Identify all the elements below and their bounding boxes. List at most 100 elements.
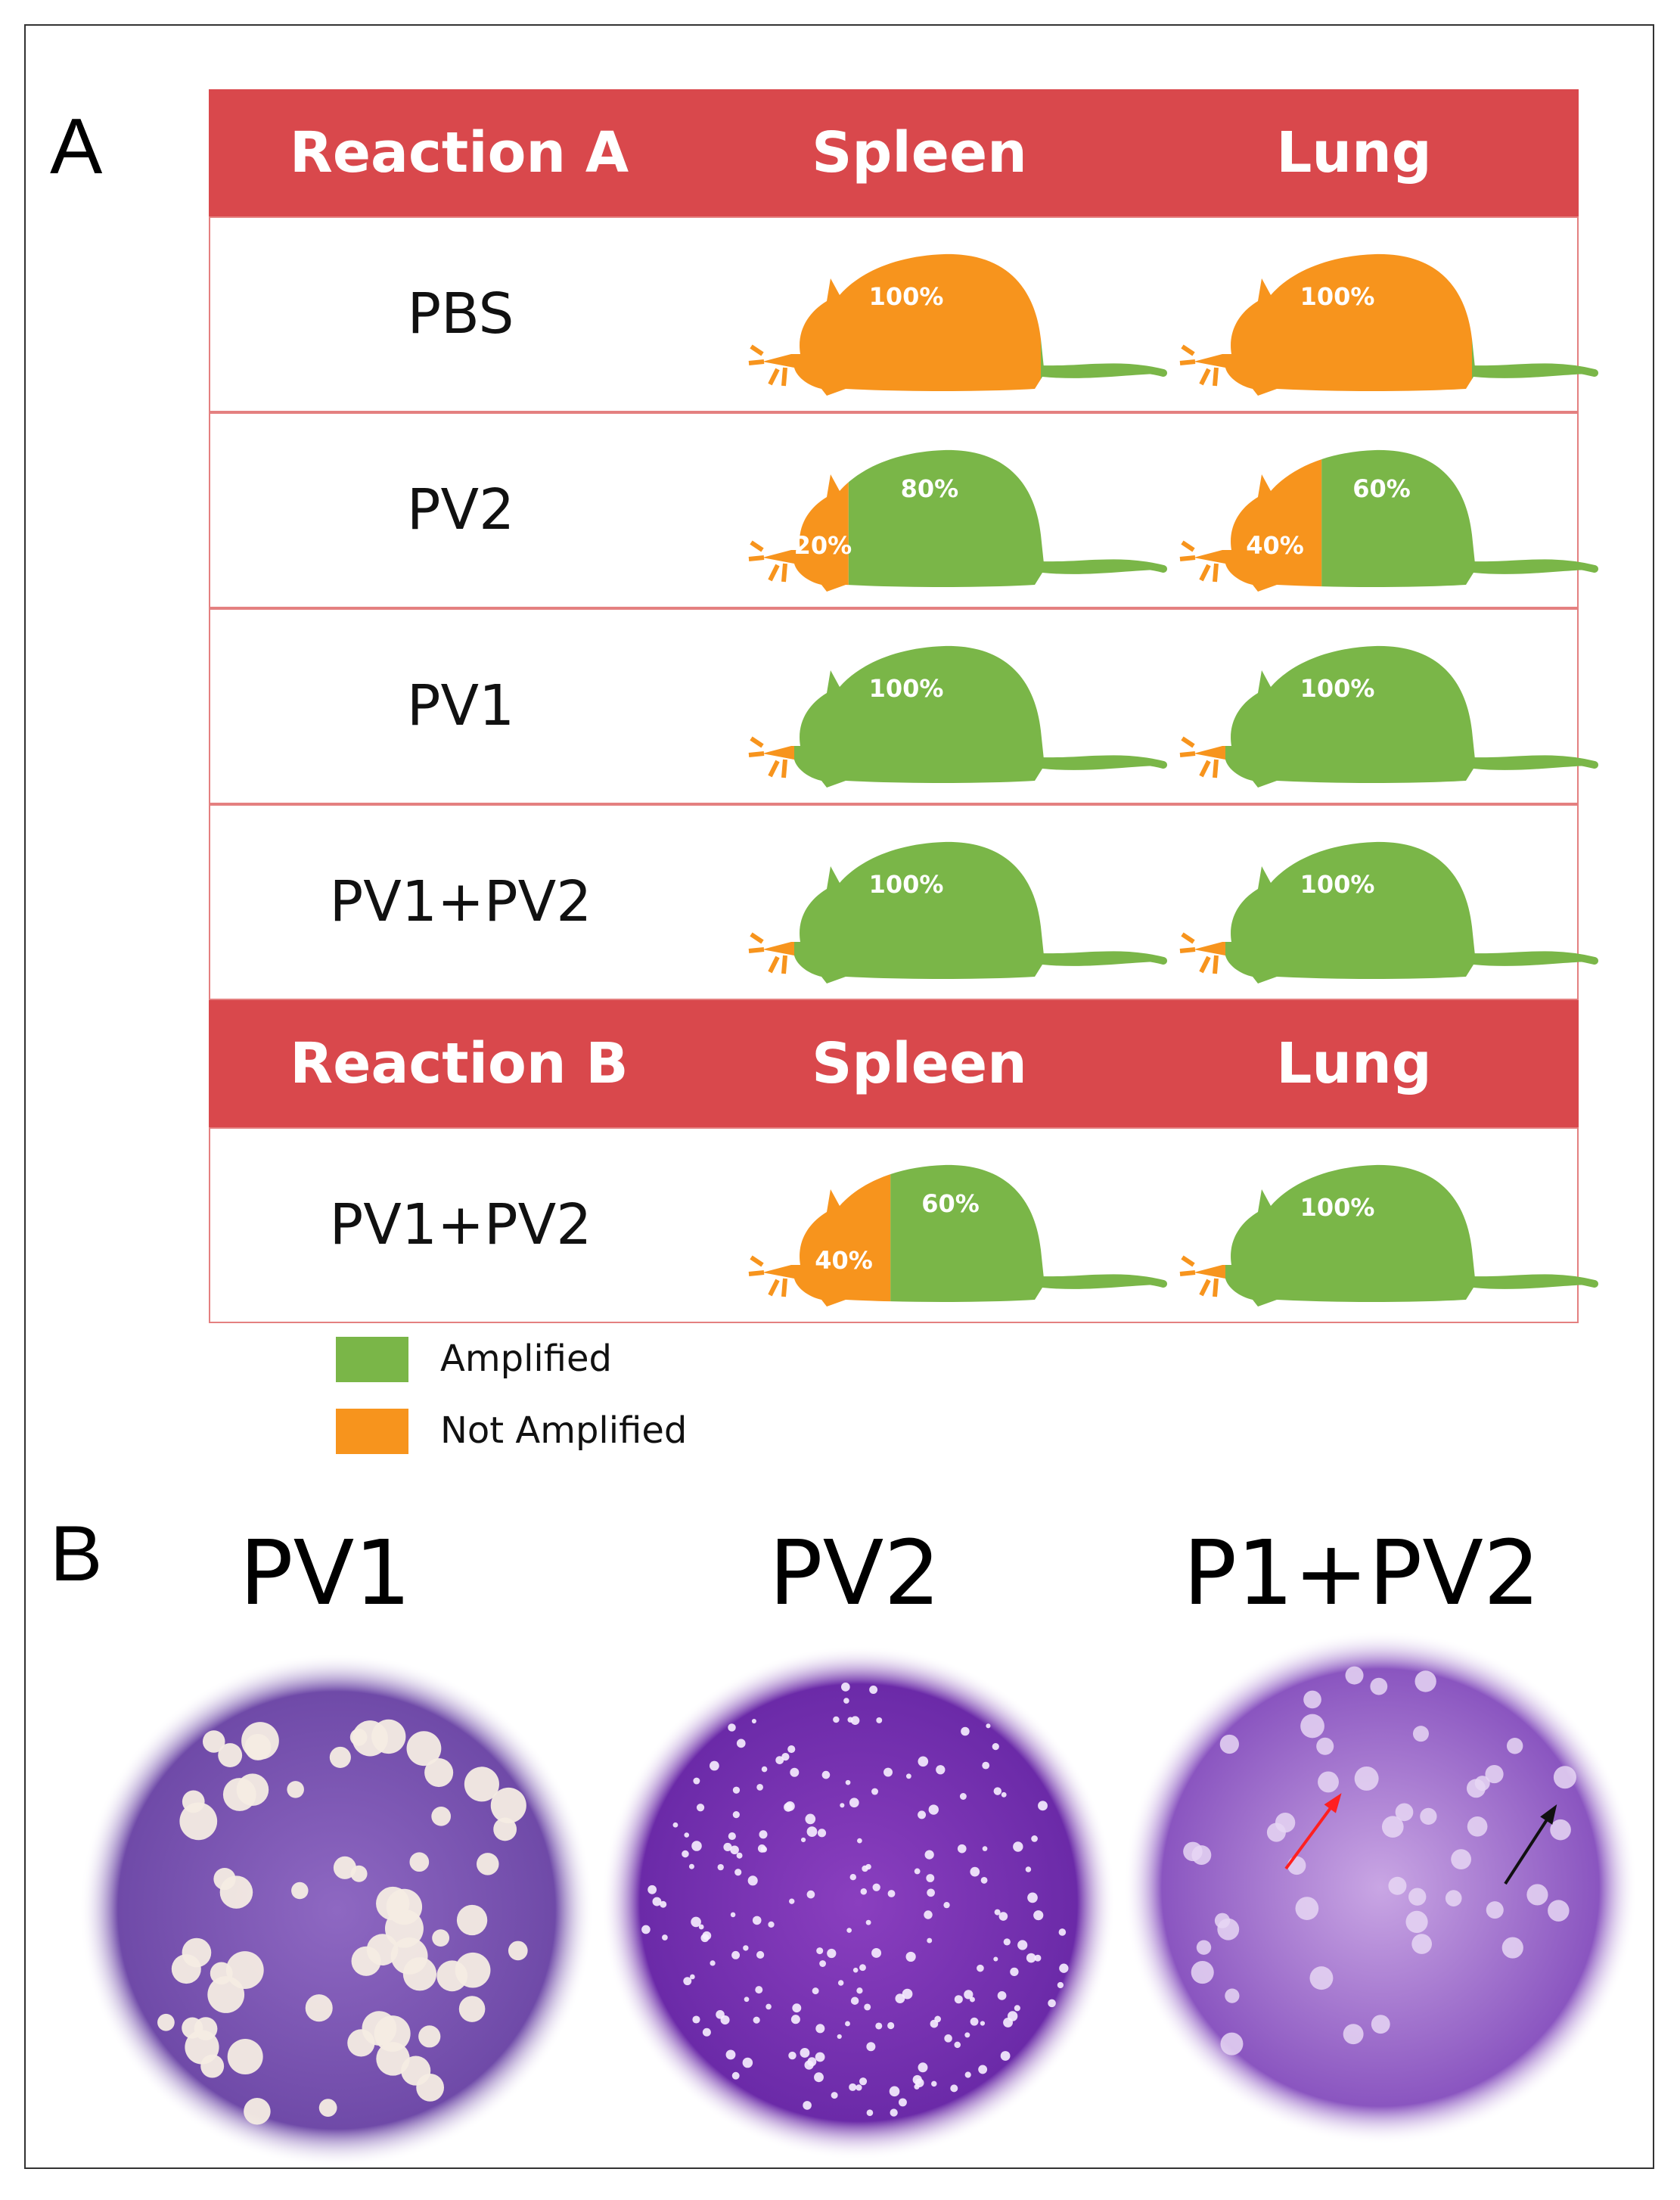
plaque-spot [477, 1853, 499, 1875]
mouse-amplified-region [1225, 1164, 1598, 1307]
plaque-spot [1059, 1963, 1069, 1973]
plaque-spot [1303, 1690, 1321, 1709]
plaque-spot [418, 2025, 441, 2048]
plaque-spot [734, 1869, 742, 1876]
mouse-amplified-region [794, 841, 1167, 983]
panel-a-letter: A [50, 103, 103, 191]
plaque-spot [961, 1726, 970, 1736]
plaque-spot [1003, 1938, 1011, 1946]
plaque-spot [1048, 1999, 1056, 2008]
black-arrow [1504, 1807, 1556, 1885]
plaque-spot [287, 1781, 304, 1798]
plaque-spot [730, 1845, 739, 1855]
row-label: PBS [407, 281, 514, 346]
plaque-spot [890, 2108, 898, 2117]
plaque-spot [1485, 1764, 1504, 1784]
plaque-spot [931, 2080, 937, 2087]
plaque-spot [954, 2041, 961, 2049]
plaque-spot [1467, 1816, 1488, 1837]
plaque-spot [759, 1830, 768, 1839]
plaque-spot [1057, 1981, 1064, 1989]
plaque-spot [846, 1928, 852, 1933]
table-row: PV1 100% [209, 608, 1598, 804]
plaque-spot [1405, 1910, 1428, 1934]
plaque-spot [993, 1956, 998, 1962]
plaque-spot [806, 1826, 818, 1837]
plaque-spot [1219, 1734, 1239, 1754]
plaque-spot [918, 2062, 928, 2073]
plaque-spot [1318, 1771, 1339, 1793]
plaque-spot [1300, 1714, 1324, 1739]
mouse-amplified-region [1472, 339, 1598, 380]
mouse-not-amplified-region [1179, 253, 1472, 396]
plaque-spot [702, 1931, 712, 1941]
plaque-spot [817, 1829, 827, 1838]
plaque-spot [986, 1723, 991, 1729]
plaque-spot [752, 1916, 762, 1925]
plaque-spot [1354, 1766, 1379, 1791]
mouse-not-amplified-region [748, 736, 794, 778]
plaque-spot [710, 1960, 716, 1966]
plaque-spot [1034, 1954, 1042, 1962]
plaque-spot [1220, 2032, 1244, 2056]
mouse-icon-spleen: 40%60% [748, 1151, 1167, 1310]
plaque-spot [944, 2034, 952, 2043]
plaque-spot [957, 1844, 967, 1854]
plaque-spot [731, 1950, 741, 1959]
plaque-spot [1217, 1918, 1240, 1941]
plaque-spot [928, 1804, 939, 1815]
percent-not-amplified-label: 20% [794, 531, 852, 560]
plaque-spot [849, 1873, 856, 1881]
plaque-spot [959, 1793, 967, 1800]
lung-column-header: Lung [1276, 1031, 1432, 1096]
reaction-a-title: Reaction A [289, 120, 629, 185]
plaque-spot [964, 1990, 974, 2000]
mouse-icon-spleen: 100% [748, 241, 1167, 399]
plaque-spot [860, 1888, 868, 1895]
plaque-spot [843, 1698, 849, 1704]
plaque-spot [994, 1909, 1001, 1916]
plaque-spot [970, 2017, 979, 2026]
plaque-spot [970, 1866, 980, 1877]
plaque-spot [815, 2052, 825, 2062]
plaque-spot [866, 2042, 876, 2052]
plaque-spot [982, 1761, 990, 1770]
plaque-spot [856, 2084, 862, 2091]
plaque-spot [1343, 2024, 1364, 2045]
plaque-spot [760, 1846, 768, 1853]
plaque-spot [227, 2039, 263, 2075]
plaque-spot [1191, 1960, 1214, 1984]
plaque-spot [993, 1787, 1002, 1795]
plaque-spot [969, 1996, 975, 2003]
plaque-spot [424, 1758, 454, 1788]
plaque-spot [954, 1995, 963, 2004]
plaque-spot [997, 1990, 1007, 2000]
mouse-icon-spleen: 100% [748, 828, 1167, 987]
plaque-spot [821, 1770, 831, 1779]
mouse-not-amplified-region [1179, 932, 1225, 974]
plaque-spot [1025, 1866, 1032, 1872]
mouse-not-amplified-region [1179, 459, 1322, 592]
plaque-spot [1420, 1807, 1437, 1826]
mouse-amplified-region [1225, 645, 1598, 788]
plaque-spot [883, 1767, 893, 1777]
plaque-spot [406, 1731, 442, 1767]
mouse-not-amplified-region [1179, 736, 1225, 778]
plaque-spot [850, 1996, 859, 2005]
mouse-not-amplified-region [1179, 1255, 1225, 1297]
plaque-spot [1381, 1816, 1404, 1838]
plaque-spot [742, 2057, 753, 2068]
plaque-spot [696, 1804, 705, 1812]
plaque-spot [905, 1773, 911, 1779]
percent-not-amplified-label: 100% [869, 282, 944, 311]
plaque-spot [1345, 1666, 1364, 1685]
plaque-spot [717, 1863, 724, 1871]
plaque-spot [992, 1743, 999, 1751]
plaque-spot [318, 2099, 337, 2118]
percent-amplified-label: 60% [921, 1189, 980, 1218]
plaque-spot [1183, 1841, 1203, 1862]
plaque-spot [876, 1717, 883, 1723]
plaque-spot [1411, 1934, 1433, 1954]
plaque-spot [1014, 2005, 1020, 2012]
plaque-spot [1013, 1841, 1023, 1852]
